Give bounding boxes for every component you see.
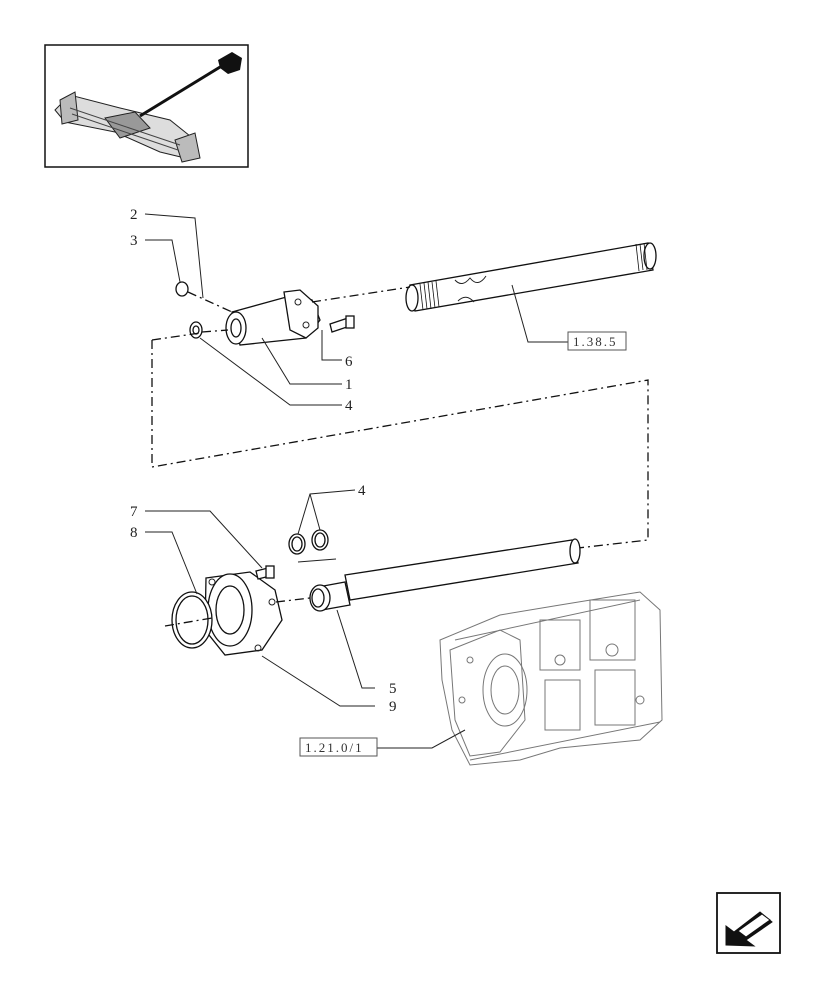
bolt-part-6 bbox=[329, 315, 355, 333]
plug-part-3 bbox=[175, 281, 189, 297]
callout-4-upper: 4 bbox=[345, 398, 353, 414]
reference-box-shaft[interactable]: 1.38.5 bbox=[567, 331, 627, 351]
callout-8: 8 bbox=[130, 525, 138, 541]
callout-3: 3 bbox=[130, 233, 138, 249]
reference-housing-label: 1.21.0/1 bbox=[305, 740, 364, 755]
previous-page-button[interactable] bbox=[716, 892, 781, 954]
reference-shaft-label: 1.38.5 bbox=[573, 334, 618, 349]
callout-2: 2 bbox=[130, 207, 138, 223]
oring-part-4-upper bbox=[189, 321, 203, 339]
oring-part-8 bbox=[171, 591, 213, 649]
axle-thumbnail-icon bbox=[54, 91, 201, 163]
bolt-part-7 bbox=[255, 565, 275, 580]
bearing-housing-part-1 bbox=[225, 289, 321, 346]
callout-5: 5 bbox=[389, 681, 397, 697]
transmission-housing bbox=[439, 591, 663, 766]
oring-part-4-lower bbox=[288, 529, 329, 555]
callout-9: 9 bbox=[389, 699, 397, 715]
callout-4-lower: 4 bbox=[358, 483, 366, 499]
tube-shaft-part-5 bbox=[309, 538, 581, 612]
flange-part-9 bbox=[204, 571, 283, 656]
reference-box-housing[interactable]: 1.21.0/1 bbox=[299, 737, 378, 757]
pointer-tip-icon bbox=[218, 52, 242, 74]
overview-thumbnail[interactable] bbox=[44, 44, 249, 168]
callout-6: 6 bbox=[345, 354, 353, 370]
callout-1: 1 bbox=[345, 377, 353, 393]
leader-lines bbox=[144, 213, 568, 749]
callout-7: 7 bbox=[130, 504, 138, 520]
splined-shaft bbox=[405, 242, 657, 312]
